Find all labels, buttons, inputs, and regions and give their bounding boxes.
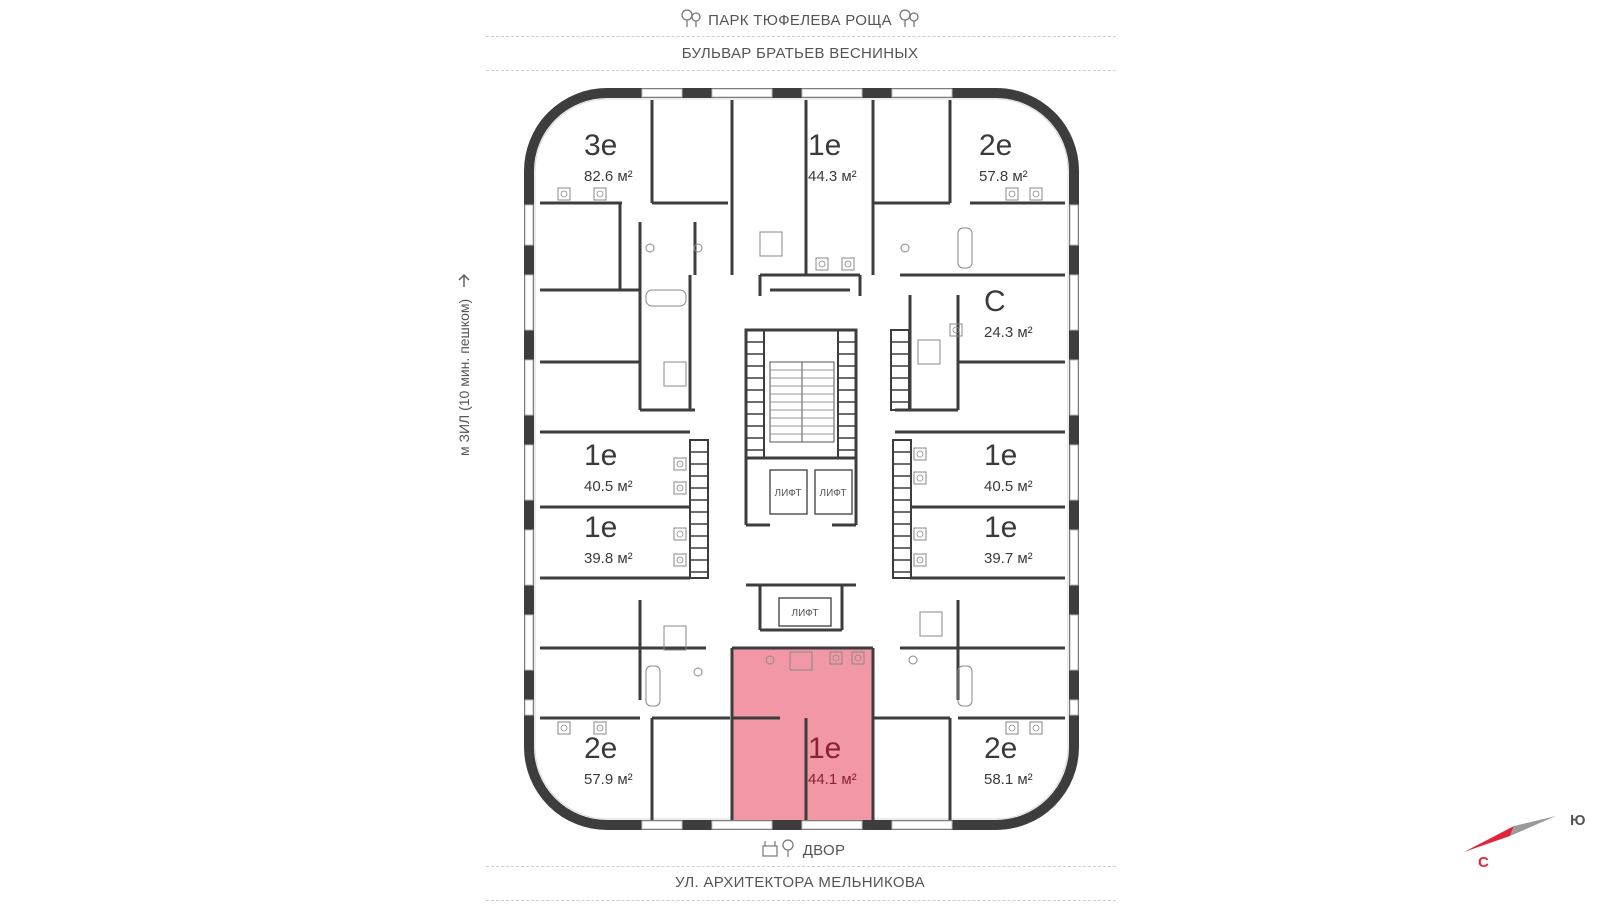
divider: [486, 70, 1116, 71]
apartment-area: 44.1 м²: [808, 771, 857, 788]
divider: [486, 866, 1116, 867]
park-label: ПАРК ТЮФЕЛЕВА РОЩА: [708, 12, 892, 29]
apartment-type: 2е: [979, 129, 1012, 162]
bathroom-fixtures: [645, 227, 973, 707]
apartment-area: 58.1 м²: [984, 771, 1033, 788]
compass-north-label: С: [1478, 854, 1489, 871]
top-street-label: БУЛЬВАР БРАТЬЕВ ВЕСНИНЫХ: [681, 45, 919, 62]
apartment-type: 2е: [984, 732, 1017, 765]
apartment-type: 1е: [984, 439, 1017, 472]
tree-icon: [898, 8, 920, 32]
compass-icon: [1464, 816, 1556, 852]
metro-direction-label: м ЗИЛ (10 мин. пешком): [456, 196, 476, 456]
apartment-type: 1е: [808, 129, 841, 162]
yard-label-row: ДВОР: [0, 838, 1600, 862]
selected-apartment-highlight[interactable]: [732, 648, 873, 820]
kitchen-appliances: [557, 187, 1043, 735]
apartment-type: 1е: [984, 511, 1017, 544]
apartment-area: 57.8 м²: [979, 168, 1028, 185]
lifts: ЛИФТ ЛИФТ ЛИФТ: [769, 469, 853, 627]
bottom-street-label: УЛ. АРХИТЕКТОРА МЕЛЬНИКОВА: [675, 874, 925, 891]
divider: [486, 36, 1116, 37]
apartment-type: 1е: [584, 511, 617, 544]
shafts: [689, 329, 912, 579]
arrow-icon: [458, 273, 470, 287]
lift-label: ЛИФТ: [792, 608, 819, 619]
lift-label: ЛИФТ: [775, 488, 802, 499]
apartment-area: 82.6 м²: [584, 168, 633, 185]
apartment-area: 24.3 м²: [984, 324, 1033, 341]
windows: [524, 88, 1079, 830]
tree-icon: [680, 8, 702, 32]
apartment-area: 39.8 м²: [584, 550, 633, 567]
yard-label: ДВОР: [802, 842, 846, 859]
compass-south-label: Ю: [1570, 812, 1586, 829]
stair-steps: [770, 369, 834, 435]
apartment-area: 39.7 м²: [984, 550, 1033, 567]
divider: [486, 900, 1116, 901]
park-label-row: ПАРК ТЮФЕЛЕВА РОЩА: [0, 8, 1600, 32]
lift-label: ЛИФТ: [820, 488, 847, 499]
playground-icon: [761, 838, 797, 862]
apartment-area: 40.5 м²: [584, 478, 633, 495]
apartment-labels: 3е 82.6 м² 1е 44.3 м² 2е 57.8 м² С 24.3 м² 1е 40.…: [584, 129, 1033, 788]
apartment-type: 2е: [584, 732, 617, 765]
apartment-type: 1е: [584, 439, 617, 472]
apartment-area: 44.3 м²: [808, 168, 857, 185]
apartment-type: 3е: [584, 129, 617, 162]
apartment-type: 1е: [808, 732, 841, 765]
shaft-rungs: [690, 341, 911, 573]
apartment-area: 57.9 м²: [584, 771, 633, 788]
apartment-area: 40.5 м²: [984, 478, 1033, 495]
apartment-type: С: [984, 285, 1006, 318]
